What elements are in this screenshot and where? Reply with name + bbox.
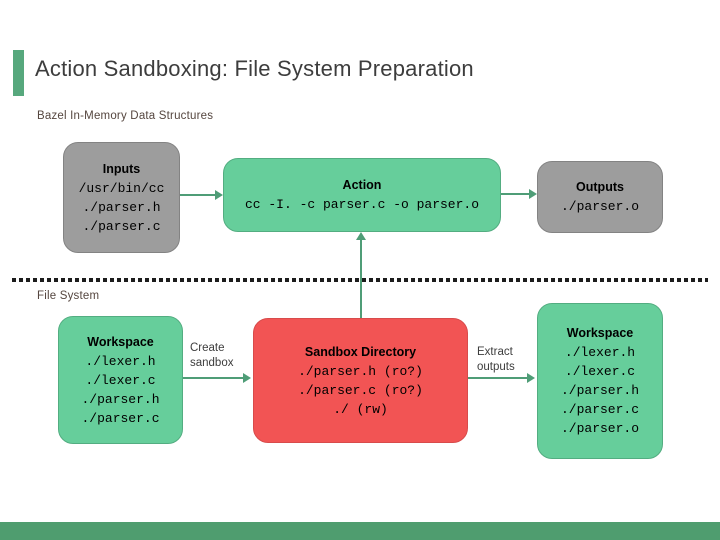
arrow-sandbox-to-action — [356, 232, 366, 318]
arrow-extract-outputs — [468, 373, 535, 383]
action-box-title: Action — [342, 178, 382, 192]
workspace-after-line-1: ./lexer.h — [564, 345, 636, 360]
sandbox-line-2: ./parser.c (ro?) — [298, 382, 423, 398]
sandbox-directory-box: Sandbox Directory ./parser.h (ro?) ./par… — [253, 318, 468, 443]
create-sandbox-label-line-2: sandbox — [190, 357, 234, 369]
workspace-after-title: Workspace — [566, 326, 634, 340]
workspace-after-line-4: ./parser.c — [560, 402, 639, 417]
inputs-line-1: /usr/bin/cc — [78, 180, 165, 196]
inputs-line-2: ./parser.h — [82, 199, 161, 215]
workspace-before-box: Workspace ./lexer.h ./lexer.c ./parser.h… — [58, 316, 183, 444]
outputs-box-title: Outputs — [576, 180, 624, 194]
section-label-bazel-in-memory: Bazel In-Memory Data Structures — [37, 110, 214, 122]
inputs-box: Inputs /usr/bin/cc ./parser.h ./parser.c — [63, 142, 180, 253]
workspace-after-line-5: ./parser.o — [560, 421, 639, 436]
create-sandbox-label-line-1: Create — [190, 342, 225, 354]
arrow-create-sandbox — [183, 373, 251, 383]
extract-outputs-label-line-2: outputs — [477, 361, 515, 373]
create-sandbox-label: Create sandbox — [190, 341, 233, 371]
inputs-line-3: ./parser.c — [82, 218, 161, 234]
slide-title: Action Sandboxing: File System Preparati… — [35, 56, 474, 81]
workspace-before-line-2: ./lexer.c — [85, 372, 156, 388]
sandbox-line-3: ./ (rw) — [333, 401, 388, 417]
outputs-box: Outputs ./parser.o — [537, 161, 663, 233]
arrow-action-to-outputs — [501, 189, 537, 199]
title-accent-bar — [13, 50, 24, 96]
action-command: cc -I. -c parser.c -o parser.o — [244, 197, 480, 212]
inputs-box-title: Inputs — [102, 161, 141, 176]
workspace-after-line-2: ./lexer.c — [564, 364, 636, 379]
section-label-file-system: File System — [37, 290, 100, 302]
workspace-before-line-4: ./parser.c — [81, 410, 160, 426]
sandbox-line-1: ./parser.h (ro?) — [298, 363, 423, 379]
sandbox-box-title: Sandbox Directory — [304, 344, 417, 359]
workspace-before-line-3: ./parser.h — [81, 391, 160, 407]
outputs-line-1: ./parser.o — [560, 199, 639, 214]
footer-band — [0, 522, 720, 540]
workspace-after-box: Workspace ./lexer.h ./lexer.c ./parser.h… — [537, 303, 663, 459]
arrow-inputs-to-action — [180, 190, 223, 200]
extract-outputs-label: Extract outputs — [477, 345, 515, 375]
extract-outputs-label-line-1: Extract — [477, 346, 513, 358]
action-box: Action cc -I. -c parser.c -o parser.o — [223, 158, 501, 232]
workspace-before-line-1: ./lexer.h — [85, 353, 156, 369]
workspace-after-line-3: ./parser.h — [560, 383, 639, 398]
workspace-before-title: Workspace — [87, 334, 154, 349]
